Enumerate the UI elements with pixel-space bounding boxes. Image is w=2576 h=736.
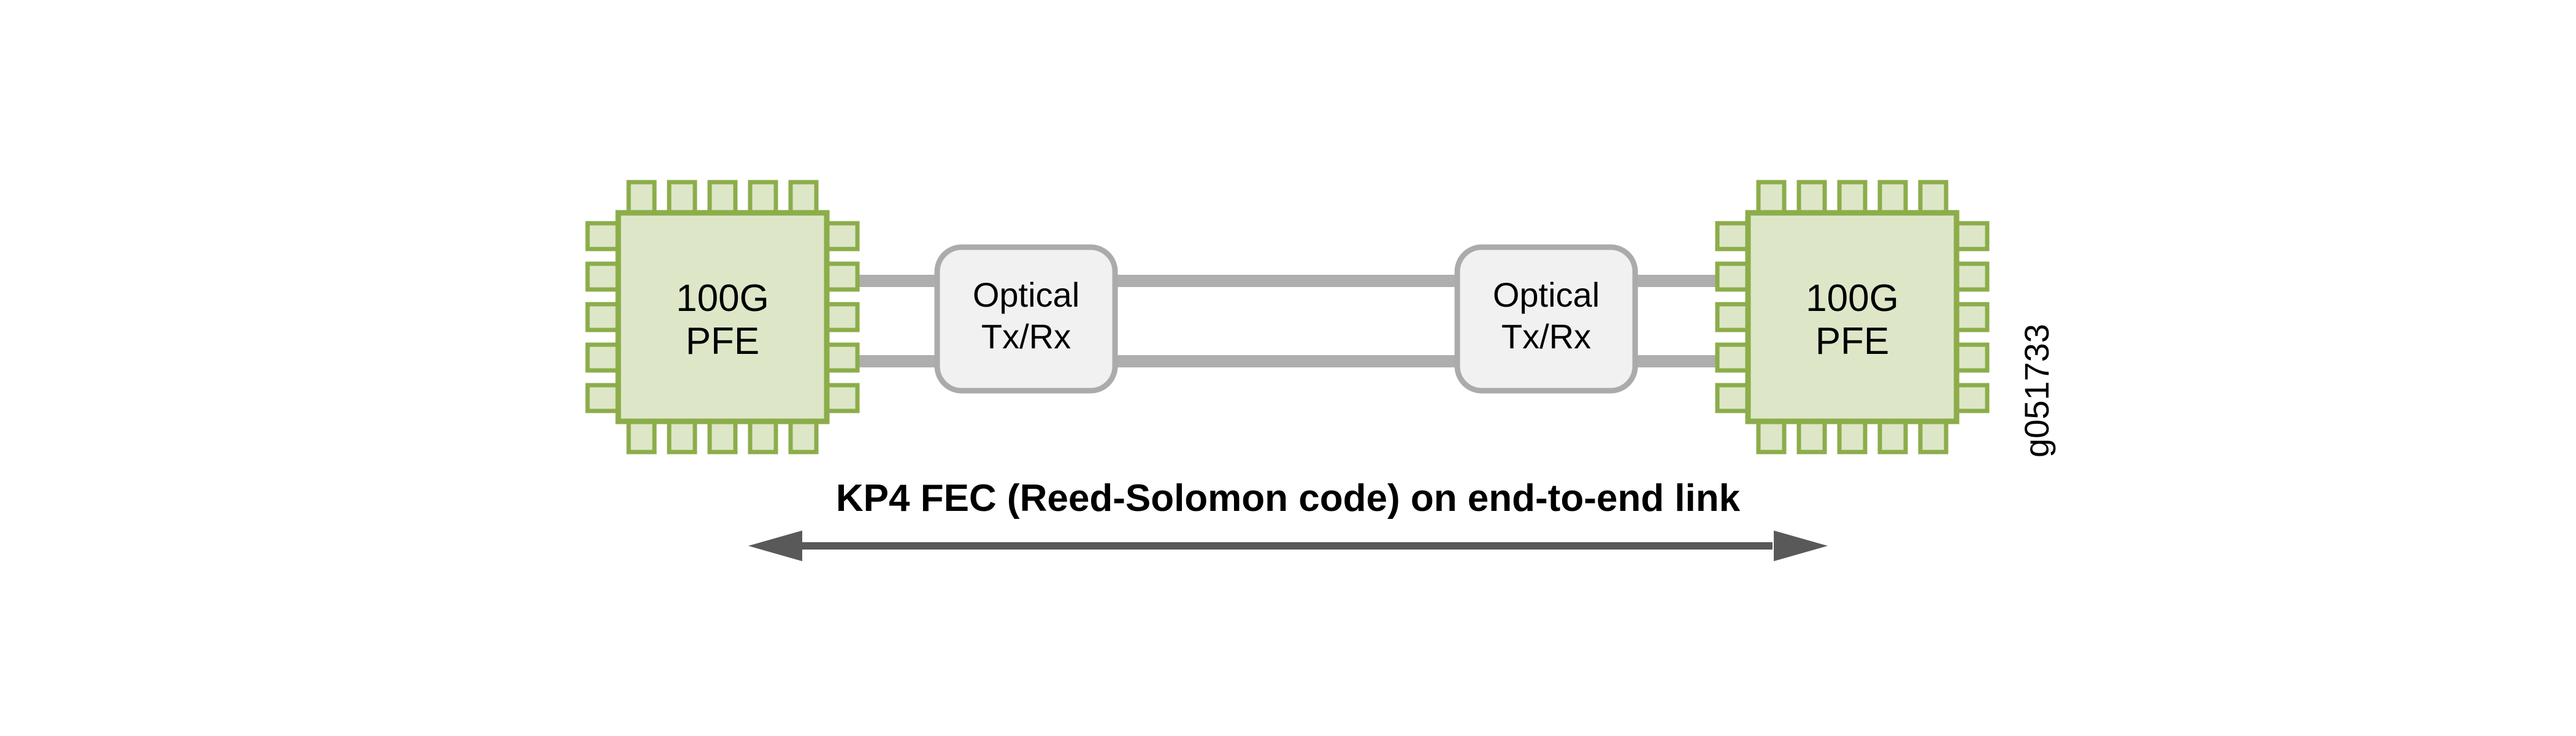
arrow-shaft	[797, 542, 1773, 550]
right-pfe-label-line2: PFE	[1815, 320, 1890, 362]
right-pfe-chip: 100G PFE	[1717, 182, 1987, 452]
figure-id: g051733	[2017, 324, 2056, 458]
caption-text: KP4 FEC (Reed-Solomon code) on end-to-en…	[836, 477, 1741, 519]
left-optical-module: Optical Tx/Rx	[934, 244, 1118, 394]
right-optical-label-line2: Tx/Rx	[1501, 317, 1591, 356]
right-optical-module: Optical Tx/Rx	[1454, 244, 1638, 394]
end-to-end-arrow	[748, 531, 1828, 561]
left-optical-label-line1: Optical	[973, 275, 1079, 314]
right-pfe-label-line1: 100G	[1806, 277, 1899, 320]
left-pfe-label-line2: PFE	[686, 320, 760, 362]
left-optical-label-line2: Tx/Rx	[981, 317, 1071, 356]
right-optical-label-line1: Optical	[1493, 275, 1600, 314]
arrow-head-left	[748, 531, 802, 561]
arrow-head-right	[1774, 531, 1828, 561]
left-pfe-chip: 100G PFE	[588, 182, 857, 452]
module-box	[1454, 244, 1638, 394]
module-box	[934, 244, 1118, 394]
left-pfe-label-line1: 100G	[676, 277, 769, 320]
